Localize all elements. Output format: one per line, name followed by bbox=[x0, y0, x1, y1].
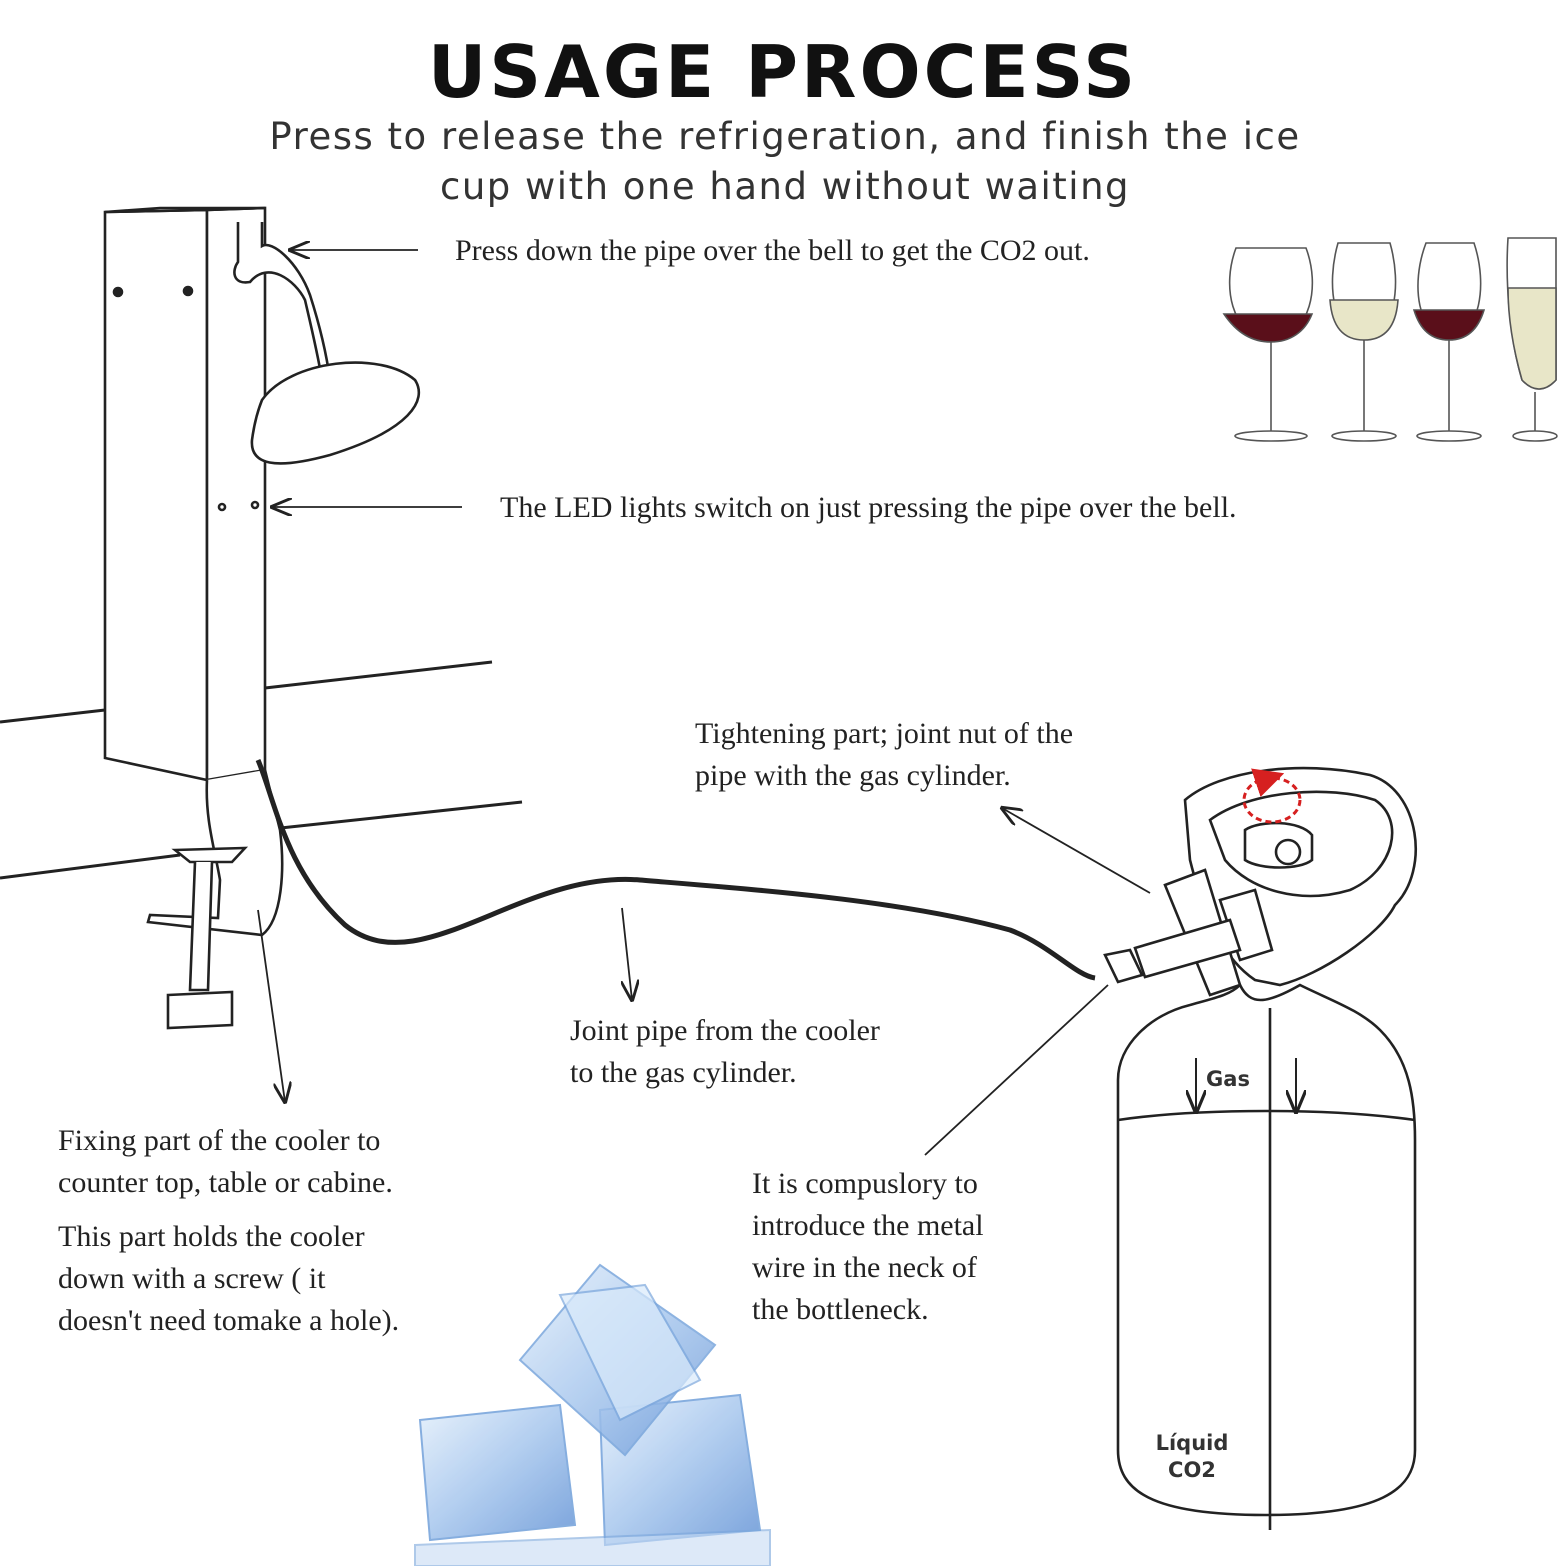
ice-cubes-illustration bbox=[414, 1263, 771, 1566]
callout-tightening-line-1: Tightening part; joint nut of the bbox=[695, 717, 1074, 750]
liquid-co2-line-1: Líquid bbox=[1155, 1431, 1229, 1455]
page-subtitle: Press to release the refrigeration, and … bbox=[240, 112, 1330, 212]
joint-pipe-hose bbox=[255, 759, 1096, 981]
callout-joint-pipe: Joint pipe from the cooler to the gas cy… bbox=[570, 1010, 880, 1094]
liquid-co2-label: Líquid CO2 bbox=[1152, 1430, 1232, 1484]
callout-joint-pipe-line-1: Joint pipe from the cooler bbox=[570, 1014, 880, 1047]
wine-glasses-illustration bbox=[1222, 237, 1558, 442]
callout-holds-line-3: doesn't need tomake a hole). bbox=[58, 1304, 400, 1337]
callout-arrows bbox=[257, 250, 1151, 1156]
cooler-body bbox=[103, 206, 267, 782]
red-wine-glass-2 bbox=[1412, 242, 1486, 442]
gas-flow-arrows bbox=[1196, 1058, 1296, 1112]
callout-pipe-bell: Press down the pipe over the bell to get… bbox=[455, 234, 1090, 267]
callout-led: The LED lights switch on just pressing t… bbox=[500, 491, 1237, 524]
callout-tightening-line-2: pipe with the gas cylinder. bbox=[695, 759, 1011, 792]
arrow-tightening bbox=[1002, 808, 1151, 894]
rotation-arrow bbox=[1242, 768, 1302, 824]
callout-wire: It is compuslory to introduce the metal … bbox=[752, 1163, 984, 1331]
callout-wire-line-2: introduce the metal bbox=[752, 1209, 984, 1242]
subtitle-line-2: cup with one hand without waiting bbox=[439, 165, 1131, 208]
callout-fixing-line-1: Fixing part of the cooler to bbox=[58, 1124, 381, 1157]
champagne-glass bbox=[1506, 237, 1558, 442]
subtitle-line-1: Press to release the refrigeration, and … bbox=[269, 115, 1301, 158]
page-title: USAGE PROCESS bbox=[427, 30, 1139, 114]
counter-top bbox=[0, 660, 523, 880]
callout-holds-line-1: This part holds the cooler bbox=[58, 1220, 365, 1253]
liquid-co2-line-2: CO2 bbox=[1168, 1458, 1216, 1482]
white-wine-glass bbox=[1329, 242, 1399, 442]
callout-joint-pipe-line-2: to the gas cylinder. bbox=[570, 1056, 797, 1089]
callout-wire-line-1: It is compuslory to bbox=[752, 1167, 978, 1200]
callout-holds: This part holds the cooler down with a s… bbox=[58, 1216, 399, 1342]
callout-wire-line-4: the bottleneck. bbox=[752, 1293, 929, 1326]
clamp bbox=[146, 769, 284, 1030]
red-wine-glass-1 bbox=[1222, 247, 1314, 442]
gas-cylinder bbox=[1103, 766, 1417, 1530]
callout-fixing: Fixing part of the cooler to counter top… bbox=[58, 1120, 393, 1204]
arrow-joint-pipe bbox=[622, 907, 632, 1000]
callout-holds-line-2: down with a screw ( it bbox=[58, 1262, 326, 1295]
gas-label: Gas bbox=[1206, 1067, 1250, 1091]
arrow-wire bbox=[924, 984, 1109, 1156]
arrow-fixing bbox=[257, 909, 285, 1102]
callout-fixing-line-2: counter top, table or cabine. bbox=[58, 1166, 393, 1199]
callout-tightening: Tightening part; joint nut of the pipe w… bbox=[695, 713, 1073, 797]
bell-pipe bbox=[233, 222, 421, 465]
callout-wire-line-3: wire in the neck of bbox=[752, 1251, 977, 1284]
